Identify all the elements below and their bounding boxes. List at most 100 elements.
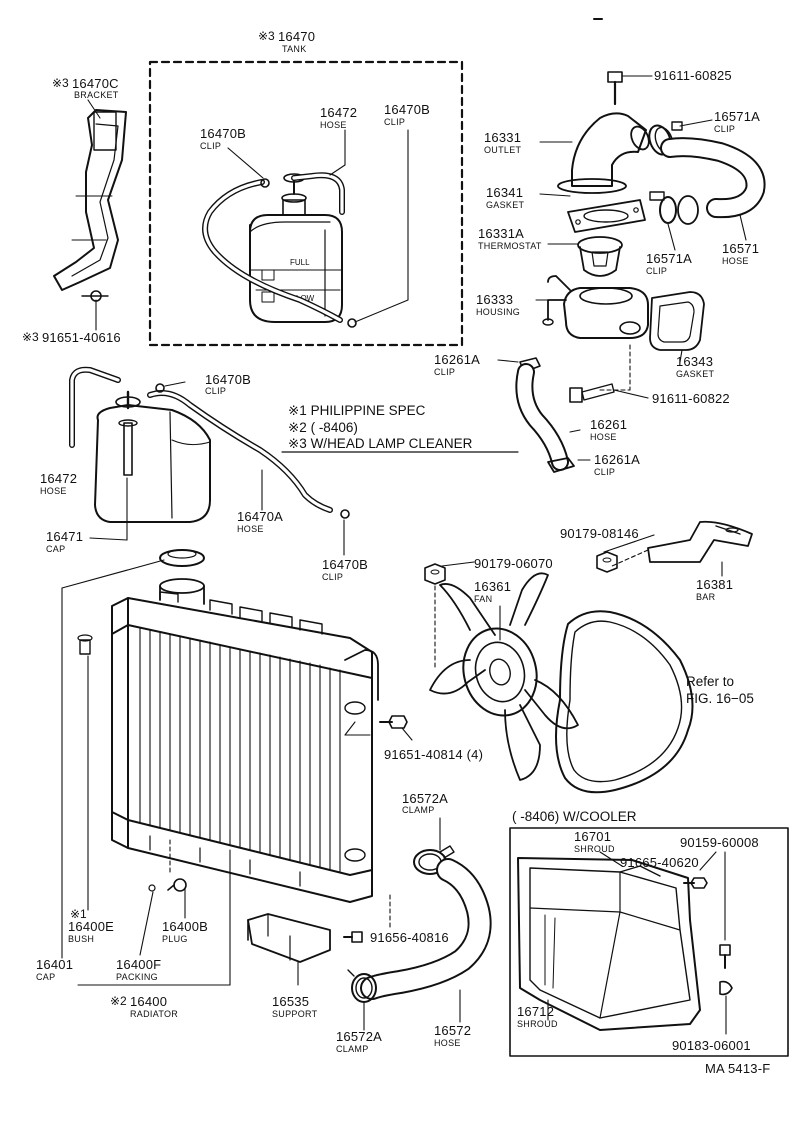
hose-16470a-number: 16470A xyxy=(237,509,284,524)
reservoir-tank-side-drawing xyxy=(69,366,350,556)
cooler-label: ( -8406) W/COOLER xyxy=(512,809,637,824)
outlet-number: 16331 xyxy=(484,130,522,145)
hose-16572-number: 16572 xyxy=(434,1023,472,1038)
fan-drawing xyxy=(429,572,579,781)
clip-16470b-c-name: CLIP xyxy=(205,386,227,396)
full-mark: FULL xyxy=(290,258,310,267)
radiator-name: RADIATOR xyxy=(130,1009,179,1019)
clip-16470b-a-number: 16470B xyxy=(200,126,247,141)
nut-070-drawing xyxy=(424,561,475,671)
bar-name: BAR xyxy=(696,592,716,602)
fan-number: 16361 xyxy=(474,579,512,594)
gasket-16341-number: 16341 xyxy=(486,185,524,200)
cap-16401-number: 16401 xyxy=(36,957,74,972)
nut-146-number: 90179-08146 xyxy=(560,526,639,541)
gasket-16341-name: GASKET xyxy=(486,200,525,210)
clip-16470b-d-name: CLIP xyxy=(322,572,344,582)
bolt-816-drawing xyxy=(343,931,363,943)
hose-16472-bot-name: HOSE xyxy=(40,486,67,496)
bolt-822-drawing xyxy=(569,383,649,403)
bolt-814-number: 91651-40814 (4) xyxy=(384,747,484,762)
hose-16470a-name: HOSE xyxy=(237,524,264,534)
refer-line-2: FIG. 16−05 xyxy=(686,691,754,706)
clip-16261a-b-name: CLIP xyxy=(594,467,616,477)
clip-16571a-b-name: CLIP xyxy=(646,266,668,276)
bush-prefix: ※1 xyxy=(70,907,87,921)
tank-hoses-drawing xyxy=(202,129,409,328)
gasket-16341-drawing xyxy=(567,199,646,233)
shroud-16701-number: 16701 xyxy=(574,829,612,844)
packing-name: PACKING xyxy=(116,972,158,982)
radiator-prefix: ※2 xyxy=(110,994,127,1008)
nut-146-drawing xyxy=(596,534,655,573)
bolt-620-number: 91665-40620 xyxy=(620,855,699,870)
gasket-16343-number: 16343 xyxy=(676,354,714,369)
plug-name: PLUG xyxy=(162,934,188,944)
clip-16470b-b-number: 16470B xyxy=(384,102,431,117)
hose-16572-name: HOSE xyxy=(434,1038,461,1048)
note-3: ※3 W/HEAD LAMP CLEANER xyxy=(288,436,473,451)
gasket-16343-name: GASKET xyxy=(676,369,715,379)
hose-16571-number: 16571 xyxy=(722,241,760,256)
outlet-drawing xyxy=(539,71,766,251)
hose-16261-name: HOSE xyxy=(590,432,617,442)
hose-16472-top-number: 16472 xyxy=(320,105,358,120)
tank-name: TANK xyxy=(282,44,307,54)
belt-drawing xyxy=(555,610,694,794)
bracket-prefix: ※3 xyxy=(52,76,69,90)
thermostat-number: 16331A xyxy=(478,226,525,241)
housing-drawing xyxy=(535,275,649,391)
hose-16472-top-name: HOSE xyxy=(320,120,347,130)
bolt-816-number: 91656-40816 xyxy=(370,930,449,945)
bolt-616-prefix: ※3 xyxy=(22,330,39,344)
clamp-b-name: CLAMP xyxy=(336,1044,369,1054)
bracket-drawing xyxy=(53,99,127,331)
bolt-616-number: 91651-40616 xyxy=(42,330,121,345)
radiator-drawing xyxy=(61,549,391,986)
clip-16261a-b-number: 16261A xyxy=(594,452,641,467)
clip-16470b-a-name: CLIP xyxy=(200,141,222,151)
hose-16571-name: HOSE xyxy=(722,256,749,266)
clamp-a-number: 16572A xyxy=(402,791,449,806)
cap-16471-number: 16471 xyxy=(46,529,84,544)
clip-16261a-a-number: 16261A xyxy=(434,352,481,367)
low-mark: LOW xyxy=(296,294,315,303)
clip-16571a-b-number: 16571A xyxy=(646,251,693,266)
hose-16472-bot-number: 16472 xyxy=(40,471,78,486)
clamp-b-number: 16572A xyxy=(336,1029,383,1044)
thermostat-name: THERMOSTAT xyxy=(478,241,542,251)
bar-16381-drawing xyxy=(611,520,753,577)
hose-16261-drawing xyxy=(497,357,591,473)
hose-16572-drawing xyxy=(347,817,492,1031)
cap-16401-name: CAP xyxy=(36,972,56,982)
housing-number: 16333 xyxy=(476,292,514,307)
bracket-number: 16470C xyxy=(72,76,119,91)
clip-16470b-b-name: CLIP xyxy=(384,117,406,127)
bolt-825-number: 91611-60825 xyxy=(654,68,732,83)
plug-number: 16400B xyxy=(162,919,209,934)
support-name: SUPPORT xyxy=(272,1009,318,1019)
clamp-a-name: CLAMP xyxy=(402,805,435,815)
hose-16261-number: 16261 xyxy=(590,417,628,432)
nut-070-number: 90179-06070 xyxy=(474,556,553,571)
shroud-16712-number: 16712 xyxy=(517,1004,555,1019)
radiator-number: 16400 xyxy=(130,994,168,1009)
cap-16471-name: CAP xyxy=(46,544,66,554)
cooler-frame xyxy=(509,827,789,1057)
tank-group-frame xyxy=(148,60,464,347)
bracket-name: BRACKET xyxy=(74,90,119,100)
outlet-name: OUTLET xyxy=(484,145,522,155)
tank-number: 16470 xyxy=(278,29,316,44)
note-2: ※2 ( -8406) xyxy=(288,420,358,435)
bolt-008-number: 90159-60008 xyxy=(680,835,759,850)
shroud-16712-name: SHROUD xyxy=(517,1019,558,1029)
shroud-drawing xyxy=(517,851,701,1031)
clip-001-number: 90183-06001 xyxy=(672,1038,751,1053)
support-drawing xyxy=(247,913,331,986)
refer-line-1: Refer to xyxy=(686,674,735,689)
bar-number: 16381 xyxy=(696,577,734,592)
bush-number: 16400E xyxy=(68,919,115,934)
fan-name: FAN xyxy=(474,594,493,604)
clip-16470b-d-number: 16470B xyxy=(322,557,369,572)
